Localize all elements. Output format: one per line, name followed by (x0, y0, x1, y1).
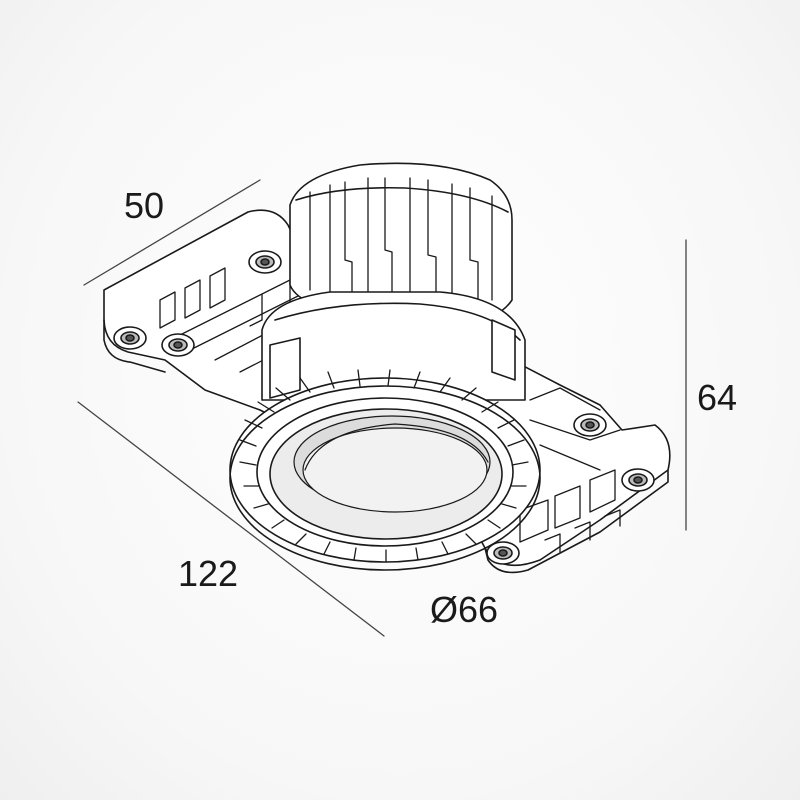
frame-ribs-right (519, 387, 621, 553)
heatsink-top-rim (295, 186, 509, 213)
heatsink-fins (309, 177, 493, 313)
length-dimension-label: 122 (178, 553, 239, 594)
screw-hole-3 (248, 250, 282, 274)
dimension-lines (77, 179, 687, 637)
collar-clip-left (269, 337, 301, 399)
length-dimension-line (77, 401, 385, 637)
screw-hole-2 (161, 333, 195, 357)
inner-lens (302, 427, 488, 513)
diameter-dimension-label: Ø66 (430, 589, 499, 630)
bezel-outer-bottom (229, 385, 541, 571)
screw-hole-6 (621, 468, 655, 492)
collar-clip-right (491, 319, 516, 381)
width-dimension-label: 50 (124, 185, 165, 226)
screw-hole-7 (486, 541, 520, 565)
heatsink-housing (289, 162, 513, 323)
lens-highlight (304, 423, 489, 471)
screw-hole-1 (113, 326, 147, 350)
frame-edge-right (484, 469, 669, 574)
frame-edge-left (103, 319, 166, 373)
width-dimension-line (83, 179, 261, 286)
height-dimension-label: 64 (697, 377, 738, 418)
bezel-ring (229, 369, 541, 571)
bezel-notches (239, 369, 529, 563)
screw-holes (113, 250, 655, 565)
screw-hole-5 (573, 413, 607, 437)
